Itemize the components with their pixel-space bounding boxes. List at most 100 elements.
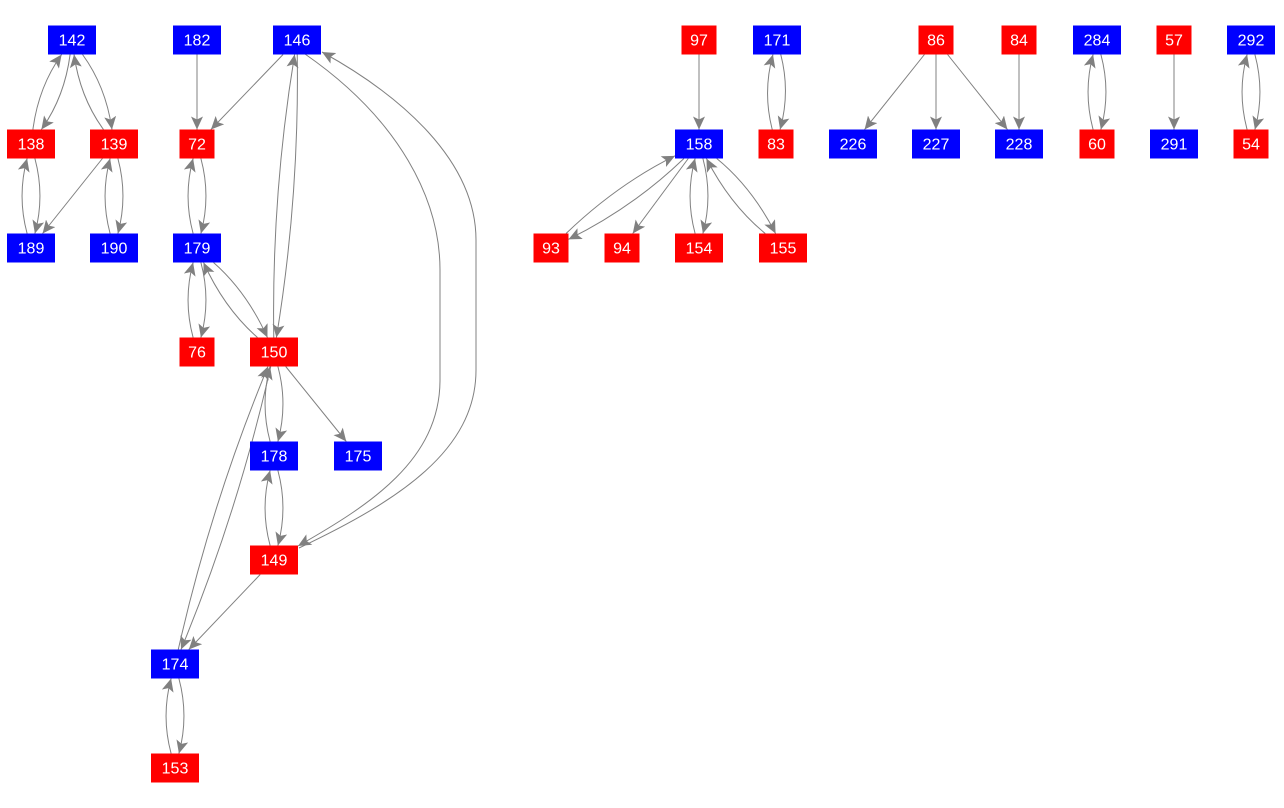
- edge-174-to-150: [177, 366, 269, 650]
- edge-178-to-150: [260, 366, 273, 442]
- node-box: [759, 233, 807, 263]
- node-190[interactable]: 190: [90, 233, 138, 263]
- edge-292-to-54: [1252, 54, 1265, 130]
- node-146[interactable]: 146: [273, 25, 321, 55]
- node-97[interactable]: 97: [681, 25, 717, 55]
- node-label: 60: [1088, 137, 1106, 154]
- node-box: [250, 441, 298, 471]
- edge-158-to-154: [700, 158, 713, 234]
- node-171[interactable]: 171: [753, 25, 801, 55]
- node-227[interactable]: 227: [912, 129, 960, 159]
- node-box: [334, 441, 382, 471]
- node-292[interactable]: 292: [1227, 25, 1275, 55]
- node-box: [758, 129, 794, 159]
- node-label: 190: [101, 241, 128, 258]
- node-94[interactable]: 94: [604, 233, 640, 263]
- node-57[interactable]: 57: [1156, 25, 1192, 55]
- node-60[interactable]: 60: [1079, 129, 1115, 159]
- edge-150-to-179: [203, 262, 258, 338]
- edge-83-to-171: [763, 54, 776, 130]
- node-150[interactable]: 150: [250, 337, 298, 367]
- edge-146-to-149: [297, 53, 441, 547]
- edge-86-to-228: [947, 54, 1008, 130]
- node-86[interactable]: 86: [918, 25, 954, 55]
- node-149[interactable]: 149: [250, 545, 298, 575]
- edge-149-to-174: [188, 574, 261, 650]
- edge-93-to-158: [565, 155, 676, 234]
- node-154[interactable]: 154: [675, 233, 723, 263]
- node-box: [1150, 129, 1198, 159]
- node-label: 139: [101, 137, 128, 154]
- node-label: 292: [1238, 33, 1265, 50]
- node-label: 150: [261, 345, 288, 362]
- node-76[interactable]: 76: [179, 337, 215, 367]
- node-84[interactable]: 84: [1001, 25, 1037, 55]
- node-box: [250, 337, 298, 367]
- node-83[interactable]: 83: [758, 129, 794, 159]
- node-box: [179, 129, 215, 159]
- node-label: 174: [162, 657, 189, 674]
- node-label: 149: [261, 553, 288, 570]
- node-box: [533, 233, 569, 263]
- node-box: [90, 233, 138, 263]
- node-label: 175: [345, 449, 372, 466]
- node-label: 84: [1010, 33, 1028, 50]
- node-138[interactable]: 138: [7, 129, 55, 159]
- node-label: 189: [18, 241, 45, 258]
- node-label: 57: [1165, 33, 1183, 50]
- node-box: [604, 233, 640, 263]
- node-175[interactable]: 175: [334, 441, 382, 471]
- node-155[interactable]: 155: [759, 233, 807, 263]
- node-72[interactable]: 72: [179, 129, 215, 159]
- edge-139-to-189: [42, 158, 103, 234]
- node-box: [173, 25, 221, 55]
- node-153[interactable]: 153: [151, 753, 199, 783]
- node-label: 158: [686, 137, 713, 154]
- node-label: 153: [162, 761, 189, 778]
- node-93[interactable]: 93: [533, 233, 569, 263]
- node-box: [675, 129, 723, 159]
- node-189[interactable]: 189: [7, 233, 55, 263]
- node-label: 76: [188, 345, 206, 362]
- node-54[interactable]: 54: [1233, 129, 1269, 159]
- edge-171-to-83: [777, 54, 790, 130]
- node-box: [90, 129, 138, 159]
- node-box: [995, 129, 1043, 159]
- edge-155-to-158: [705, 158, 766, 234]
- node-box: [912, 129, 960, 159]
- node-box: [151, 753, 199, 783]
- node-label: 138: [18, 137, 45, 154]
- node-142[interactable]: 142: [48, 25, 96, 55]
- edge-72-to-179: [198, 158, 211, 234]
- node-box: [1073, 25, 1121, 55]
- node-226[interactable]: 226: [829, 129, 877, 159]
- node-178[interactable]: 178: [250, 441, 298, 471]
- node-291[interactable]: 291: [1150, 129, 1198, 159]
- edge-146-to-150: [272, 54, 298, 338]
- node-182[interactable]: 182: [173, 25, 221, 55]
- node-box: [273, 25, 321, 55]
- edge-189-to-138: [17, 158, 30, 234]
- node-box: [681, 25, 717, 55]
- edge-178-to-149: [275, 470, 288, 546]
- edge-149-to-178: [260, 470, 273, 546]
- node-179[interactable]: 179: [173, 233, 221, 263]
- node-label: 83: [767, 137, 785, 154]
- node-158[interactable]: 158: [675, 129, 723, 159]
- node-label: 94: [613, 241, 631, 258]
- edge-158-to-94: [632, 158, 689, 234]
- node-139[interactable]: 139: [90, 129, 138, 159]
- node-label: 72: [188, 137, 206, 154]
- edge-54-to-292: [1237, 54, 1250, 130]
- node-228[interactable]: 228: [995, 129, 1043, 159]
- node-box: [1079, 129, 1115, 159]
- edge-153-to-174: [161, 678, 174, 754]
- node-label: 227: [923, 137, 950, 154]
- edge-179-to-72: [183, 158, 196, 234]
- node-label: 228: [1006, 137, 1033, 154]
- node-284[interactable]: 284: [1073, 25, 1121, 55]
- edge-190-to-139: [100, 158, 113, 234]
- node-label: 178: [261, 449, 288, 466]
- edge-142-to-139: [82, 54, 117, 130]
- node-174[interactable]: 174: [151, 649, 199, 679]
